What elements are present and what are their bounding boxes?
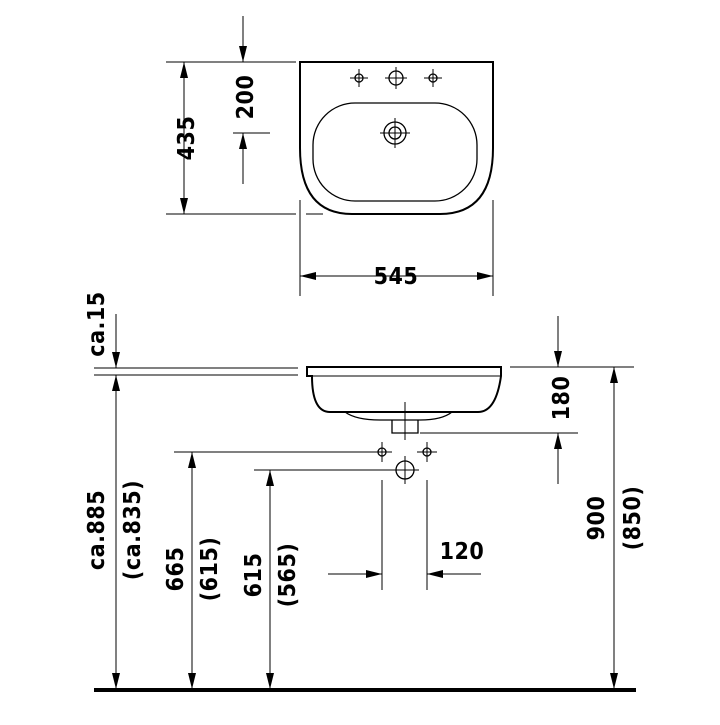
basin-outline-top: [299, 61, 494, 215]
basin-profile: [306, 366, 502, 413]
dim-850: (850): [620, 486, 646, 551]
side-view: ca.15 ca.885 (ca.835) 665 (615) 615 (565…: [84, 291, 646, 692]
supply-right-icon: [417, 442, 437, 462]
drain-icon: [380, 118, 410, 148]
dim-line-ca885: [112, 375, 120, 689]
dim-line-200: [233, 16, 270, 184]
dim-ca835: (ca.835): [120, 480, 146, 580]
dim-180: 180: [549, 376, 575, 421]
dim-435: 435: [174, 116, 200, 161]
dim-line-435: [180, 62, 188, 214]
dim-120: 120: [440, 539, 485, 565]
dim-line-180: [420, 316, 578, 484]
dim-545: 545: [374, 264, 419, 290]
dim-line-900: [610, 367, 618, 689]
supply-left-icon: [372, 442, 392, 462]
dim-200: 200: [233, 75, 259, 120]
tap-hole-center-icon: [385, 67, 407, 89]
dim-565: (565): [275, 543, 301, 608]
dim-615-alt: (615): [197, 537, 223, 602]
tap-hole-left-icon: [350, 69, 368, 87]
dim-line-615: [254, 469, 391, 689]
dim-line-120: [328, 480, 481, 590]
dim-665: 665: [163, 547, 189, 592]
dim-ca885: ca.885: [84, 490, 110, 570]
top-view: 435 200 545: [166, 16, 494, 296]
bowl-outline: [312, 102, 478, 202]
dim-ca15: ca.15: [84, 291, 110, 356]
drain-pipe-icon: [391, 456, 419, 484]
tap-hole-right-icon: [424, 69, 442, 87]
drain-outlet: [391, 402, 419, 440]
dim-line-ca15: [112, 314, 120, 368]
dim-900: 900: [584, 496, 610, 541]
dim-615: 615: [241, 553, 267, 598]
dim-line-665: [174, 451, 372, 689]
dim-line-545: [300, 272, 493, 280]
